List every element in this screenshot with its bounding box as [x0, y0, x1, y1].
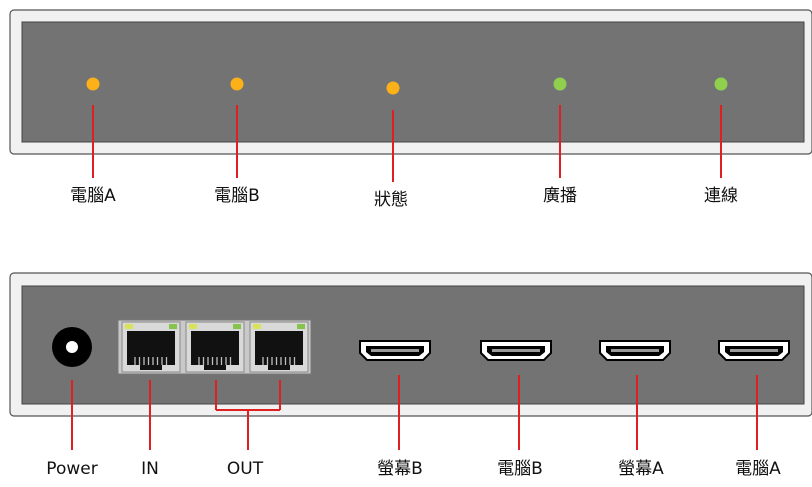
label-in: IN	[141, 459, 159, 479]
label-led-pc-b: 電腦B	[214, 186, 260, 206]
hdmi-ports	[359, 340, 790, 361]
led-indicator	[714, 77, 728, 91]
front-callouts	[92, 105, 722, 182]
rj45-socket	[127, 331, 175, 370]
rj45-port	[121, 321, 181, 373]
label-led-broadcast: 廣播	[543, 186, 577, 206]
label-out: OUT	[226, 459, 264, 479]
label-hdmi-pc-a: 電腦A	[735, 459, 781, 479]
rear-callouts	[71, 375, 758, 450]
power-jack-pin	[66, 341, 78, 353]
label-power: Power	[46, 459, 98, 479]
label-led-connection: 連線	[704, 186, 738, 206]
rj45-port	[249, 321, 309, 373]
front-panel	[9, 9, 812, 155]
hdmi-port	[480, 340, 552, 361]
label-led-pc-a: 電腦A	[70, 186, 116, 206]
label-hdmi-pc-b: 電腦B	[497, 459, 543, 479]
front-indicators	[86, 77, 728, 95]
hdmi-port-contacts	[611, 349, 659, 352]
led-indicator	[553, 77, 567, 91]
power-jack	[52, 327, 92, 367]
hdmi-port-contacts	[371, 349, 419, 352]
rj45-socket	[255, 331, 303, 370]
rj45-activity-led	[253, 324, 261, 329]
rj45-link-led	[297, 324, 305, 329]
hdmi-port	[599, 340, 671, 361]
hdmi-port	[718, 340, 790, 361]
label-hdmi-monitor-b: 螢幕B	[377, 459, 423, 479]
rj45-activity-led	[189, 324, 197, 329]
label-hdmi-monitor-a: 螢幕A	[618, 459, 664, 479]
front-panel-face	[21, 21, 805, 143]
rj45-activity-led	[125, 324, 133, 329]
rj45-link-led	[233, 324, 241, 329]
hdmi-port-contacts	[730, 349, 778, 352]
led-indicator	[86, 77, 100, 91]
hdmi-port-contacts	[492, 349, 540, 352]
label-led-status: 狀態	[374, 190, 408, 210]
led-indicator	[230, 77, 244, 91]
rj45-socket	[191, 331, 239, 370]
rj45-port	[185, 321, 245, 373]
rj45-block	[117, 319, 312, 375]
hdmi-port	[359, 340, 431, 361]
rj45-link-led	[169, 324, 177, 329]
led-indicator	[386, 81, 400, 95]
